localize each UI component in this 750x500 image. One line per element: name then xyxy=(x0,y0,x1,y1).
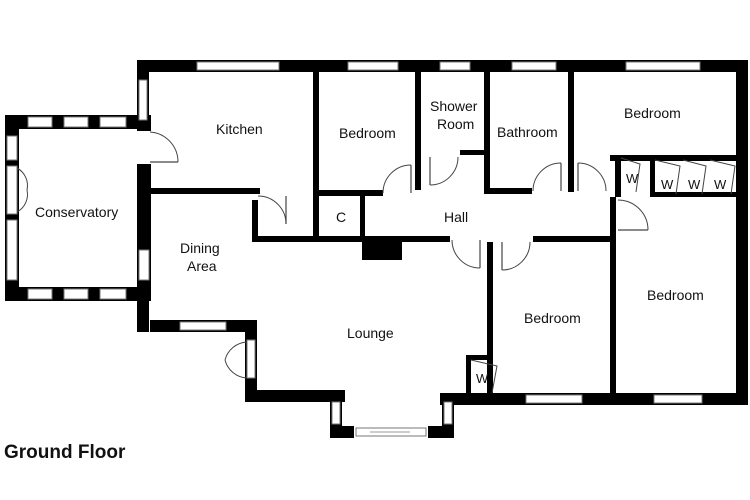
wardrobe-label-1: W xyxy=(626,171,639,186)
room-label-conservatory: Conservatory xyxy=(35,204,118,220)
room-label-shower-line2: Room xyxy=(437,116,474,132)
conservatory-walls xyxy=(5,115,179,301)
room-label-shower-line1: Shower xyxy=(430,98,478,114)
room-label-bedroom-center: Bedroom xyxy=(524,310,581,326)
room-label-bedroom-top: Bedroom xyxy=(339,125,396,141)
wardrobe-label-3: W xyxy=(688,177,701,192)
room-label-cupboard: C xyxy=(336,209,346,225)
bottom-windows xyxy=(179,321,703,437)
wardrobe-label-4: W xyxy=(714,177,727,192)
room-label-lounge: Lounge xyxy=(347,325,394,341)
room-label-bathroom: Bathroom xyxy=(497,124,558,140)
doors xyxy=(224,156,736,394)
room-label-hall: Hall xyxy=(444,209,468,225)
room-label-dining-line1: Dining xyxy=(180,240,220,256)
room-label-bedroom-right: Bedroom xyxy=(647,287,704,303)
wardrobe-label-5: W xyxy=(476,371,489,386)
interior-walls xyxy=(150,70,748,402)
room-label-kitchen: Kitchen xyxy=(216,121,263,137)
room-label-bedroom-top-right: Bedroom xyxy=(624,105,681,121)
floor-title: Ground Floor xyxy=(4,442,126,463)
room-label-dining-line2: Area xyxy=(187,258,217,274)
wardrobe-label-2: W xyxy=(661,177,674,192)
top-windows xyxy=(138,61,701,121)
